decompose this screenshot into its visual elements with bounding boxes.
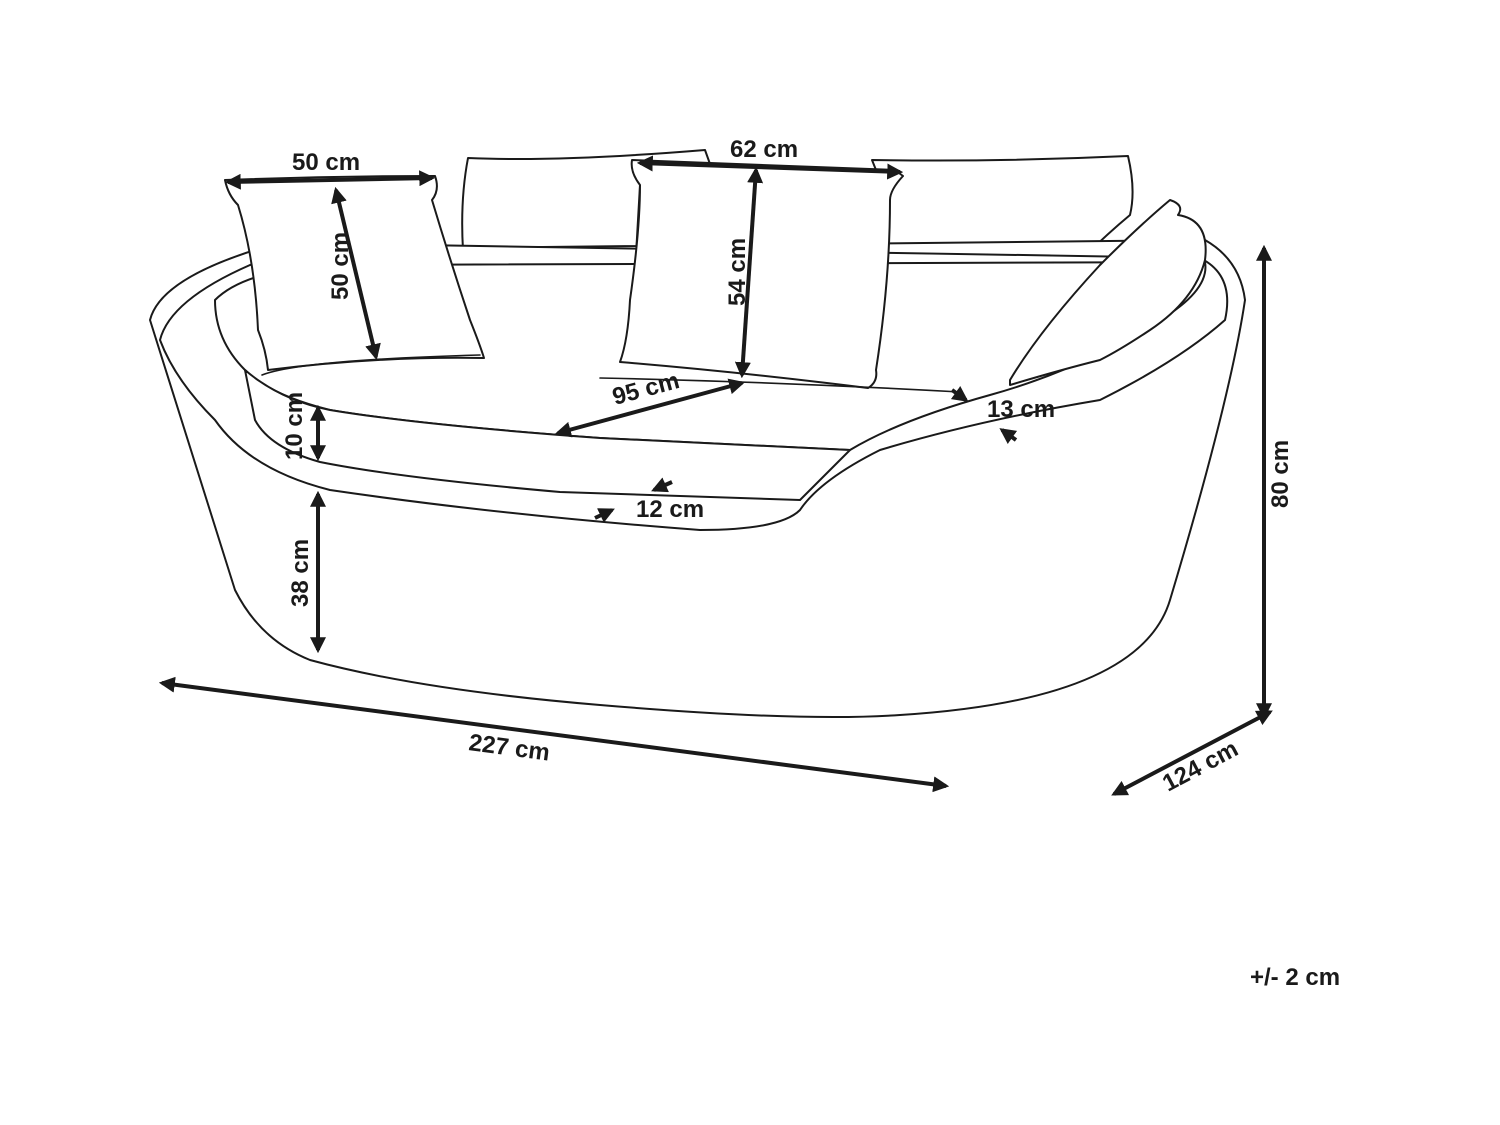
- dim-arrow-frame-a: [594, 508, 615, 523]
- label-back-pillow-width: 62 cm: [730, 136, 798, 163]
- dim-arrow-pillow-height: [331, 186, 381, 361]
- label-back-pillow-height: 54 cm: [724, 238, 751, 306]
- dim-arrow-seat-depth: [554, 378, 746, 438]
- dim-arrow-back-pillow-height: [734, 166, 764, 379]
- label-frame-thickness: 12 cm: [636, 496, 704, 523]
- label-total-height: 80 cm: [1267, 440, 1294, 508]
- dim-arrow-armrest-b: [999, 428, 1018, 444]
- label-cushion-height: 10 cm: [281, 392, 308, 460]
- dimension-lines: [158, 155, 1273, 796]
- label-tolerance: +/- 2 cm: [1250, 964, 1340, 991]
- dim-arrow-frame-b: [651, 477, 673, 493]
- seat-cushion-front: [244, 369, 851, 501]
- daybed-drawing: [149, 149, 1246, 719]
- bolster-right: [1009, 199, 1207, 386]
- dim-arrow-back-pillow-width: [636, 155, 904, 180]
- label-armrest-width: 13 cm: [987, 396, 1055, 423]
- pillow-center: [619, 159, 904, 389]
- label-pillow-height: 50 cm: [327, 232, 354, 300]
- label-seat-height: 38 cm: [287, 539, 314, 607]
- dim-arrow-armrest-a: [950, 386, 969, 402]
- dim-arrow-pillow-width: [224, 170, 436, 190]
- dim-arrow-total-width: [158, 676, 950, 793]
- dim-arrow-total-depth: [1111, 710, 1273, 796]
- label-pillow-width: 50 cm: [292, 149, 360, 176]
- label-total-depth: 124 cm: [1158, 735, 1243, 797]
- label-total-width: 227 cm: [467, 729, 551, 766]
